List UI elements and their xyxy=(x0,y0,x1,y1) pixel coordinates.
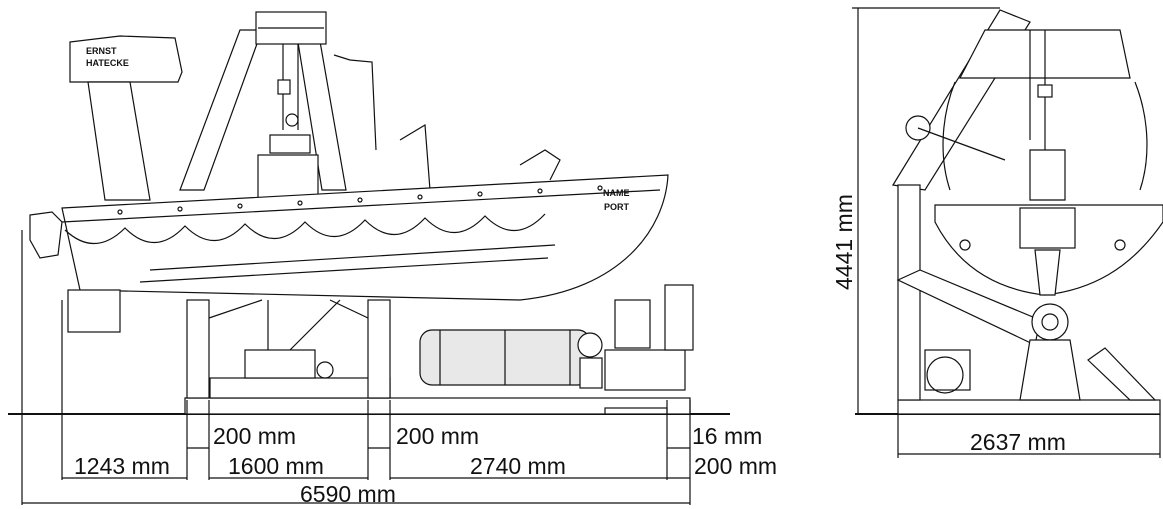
helm-pillar xyxy=(87,81,151,201)
end-davit-post xyxy=(897,184,921,401)
davit-leg-left xyxy=(179,29,263,191)
side-view: ERNST HATECKE NAME PORT xyxy=(8,11,777,507)
end-base xyxy=(897,399,1161,415)
dim-width: 2637 mm xyxy=(970,429,1066,455)
rudder xyxy=(67,289,121,333)
dim-offset-mid-top: 200 mm xyxy=(396,423,479,449)
dim-overhang: 1243 mm xyxy=(74,453,170,479)
stern-light xyxy=(29,211,63,259)
dim-offset-right-top: 16 mm xyxy=(692,423,762,449)
end-view: 4441 mm 2637 mm xyxy=(831,7,1163,458)
release-gear xyxy=(257,154,319,204)
boat-port: PORT xyxy=(604,202,630,212)
cradle-post-right xyxy=(367,299,391,399)
brand-line1: ERNST xyxy=(86,46,117,56)
dim-overall-length: 6590 mm xyxy=(300,481,396,507)
dim-offset-left-top: 200 mm xyxy=(213,423,296,449)
keel-roller xyxy=(1031,303,1069,341)
boat-hull xyxy=(61,174,669,301)
end-winch xyxy=(926,356,964,394)
dim-support-span: 1600 mm xyxy=(228,453,324,479)
cradle-post-left xyxy=(186,299,210,399)
base-cross-beam xyxy=(209,377,391,399)
brand-line2: HATECKE xyxy=(86,58,129,68)
boat-name: NAME xyxy=(603,188,630,198)
end-chock xyxy=(1087,347,1157,401)
dim-height: 4441 mm xyxy=(831,194,857,290)
end-dimension-lines xyxy=(852,7,1161,458)
hydraulic-unit xyxy=(604,349,686,391)
base-plate xyxy=(604,407,668,415)
helm-canopy xyxy=(69,35,183,83)
dimension-lines xyxy=(21,230,691,505)
dim-cradle-span: 2740 mm xyxy=(470,453,566,479)
control-box xyxy=(664,284,694,351)
electric-motor xyxy=(614,299,651,349)
dim-offset-right-bottom: 200 mm xyxy=(694,453,777,479)
